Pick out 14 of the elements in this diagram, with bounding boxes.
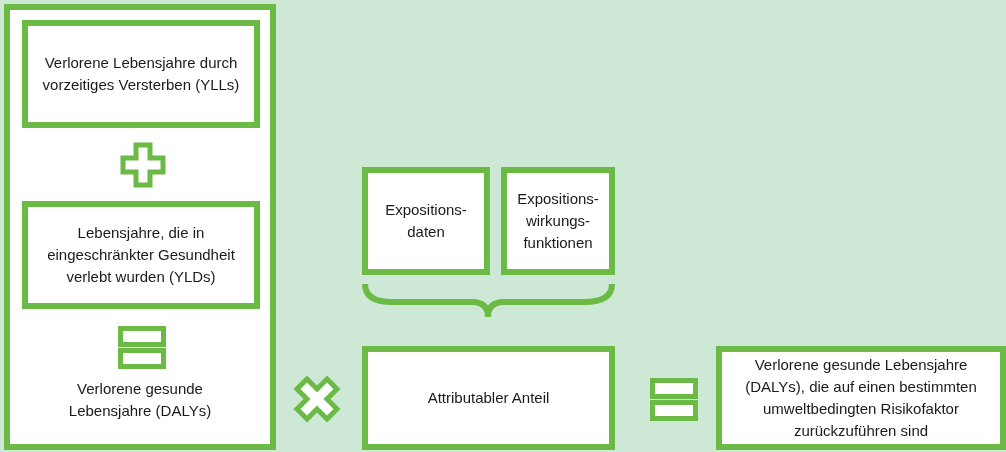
text-box (22, 201, 260, 309)
text-box (501, 167, 615, 275)
box-text: Expositions- daten (384, 200, 468, 242)
text-box (362, 167, 490, 275)
box-text: Lebensjahre, die in eingeschränkter Gesundheit verlebt wurden (YLDs) (46, 223, 236, 287)
box-text: Verlorene gesunde Lebensjahre (DALYs), die auf einen bestimmten umweltbedingten Risikofaktor zurückzuführen sind (744, 355, 978, 441)
box-text: Attributabler Anteil (426, 388, 551, 408)
text-box (4, 4, 276, 450)
text-box (22, 20, 260, 128)
box-text: Verlorene gesunde Lebensjahre (DALYs) (67, 379, 213, 421)
box-text: Verlorene Lebensjahre durch vorzeitiges Versterben (YLLs) (41, 53, 241, 95)
text-box (716, 346, 1006, 450)
box-text: Expositions- wirkungs- funktionen (516, 189, 600, 253)
text-box (362, 346, 615, 450)
